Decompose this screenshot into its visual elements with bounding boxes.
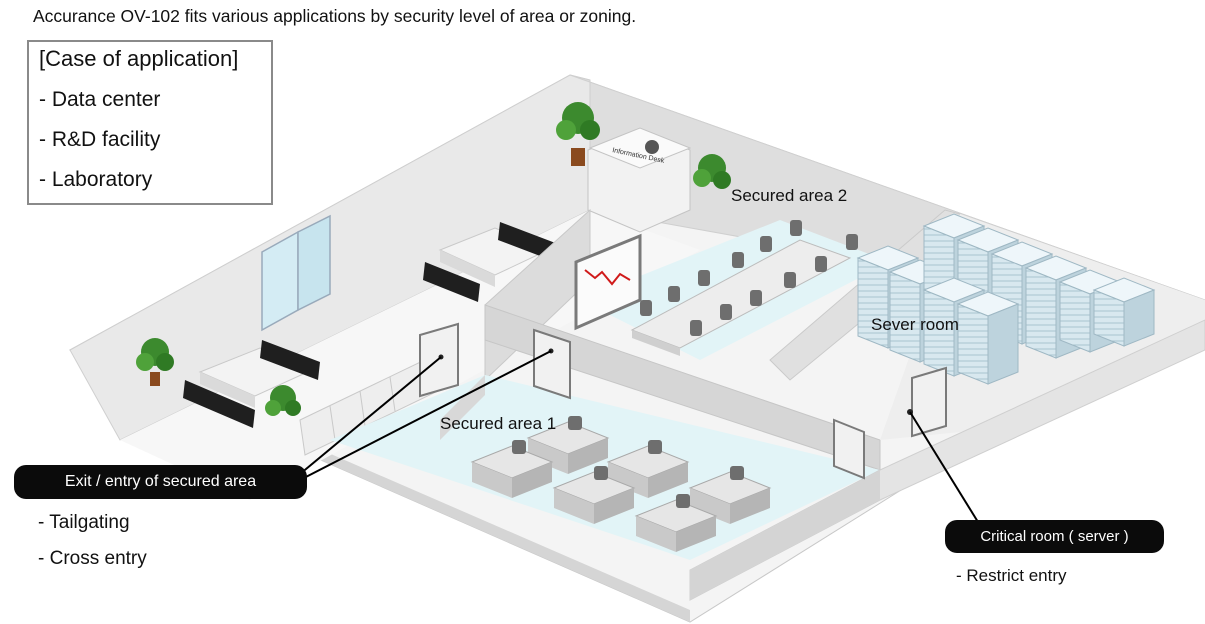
door-icon <box>833 418 865 480</box>
lounge-seating-lower <box>183 340 320 428</box>
exit-entry-callout: Exit / entry of secured area <box>14 465 307 499</box>
case-item-laboratory: - Laboratory <box>39 168 153 191</box>
door-icon <box>419 322 459 398</box>
meeting-chairs <box>640 220 858 336</box>
exit-entry-note-tailgating: - Tailgating <box>38 512 130 533</box>
case-box-title: [Case of application] <box>39 46 239 71</box>
case-item-rd-facility: - R&D facility <box>39 128 161 151</box>
callout-line <box>299 356 442 475</box>
critical-room-note-restrict-entry: - Restrict entry <box>956 566 1067 585</box>
plant-icon <box>556 102 600 166</box>
plant-icon <box>136 338 174 386</box>
plant-icon <box>265 385 301 416</box>
case-of-application-box: [Case of application] - Data center - R&… <box>27 40 273 205</box>
critical-room-callout: Critical room ( server ) <box>945 520 1164 553</box>
exit-entry-note-cross-entry: - Cross entry <box>38 548 147 569</box>
door-icon <box>907 366 947 438</box>
callout-line <box>299 350 552 481</box>
intro-text: Accurance OV-102 fits various applicatio… <box>33 6 637 26</box>
callout-line <box>909 411 979 523</box>
information-desk: Information Desk <box>587 127 692 233</box>
secured-area-2-label: Secured area 2 <box>731 186 848 205</box>
door-icon <box>533 328 571 400</box>
server-racks <box>856 213 1156 385</box>
plant-icon <box>693 154 731 189</box>
meeting-table <box>630 239 852 356</box>
server-room-label: Sever room <box>871 315 959 334</box>
case-item-data-center: - Data center <box>39 88 161 111</box>
office-desks <box>470 416 772 552</box>
secured-area-1-label: Secured area 1 <box>440 414 557 433</box>
window <box>261 214 331 332</box>
lounge-seating-upper <box>423 222 558 302</box>
front-wall-corner <box>690 470 880 600</box>
whiteboard <box>574 233 642 331</box>
